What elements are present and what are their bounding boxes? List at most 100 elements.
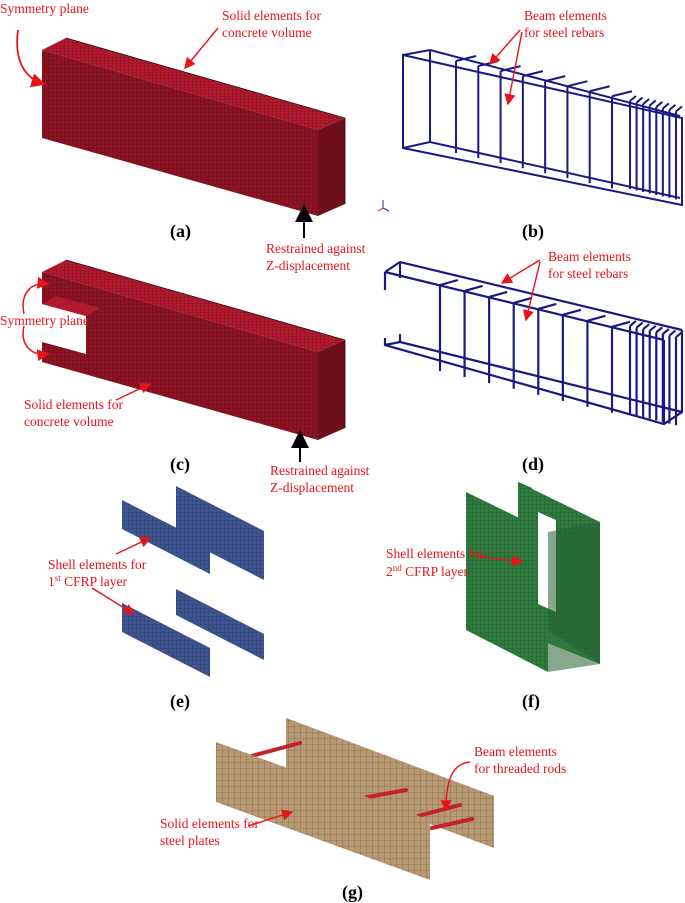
solid-arrow <box>247 809 294 827</box>
restraint-label-2: Z-displacement <box>266 258 350 273</box>
stirrup <box>455 55 477 153</box>
shell-label-2: 2nd CFRP layer <box>386 563 469 579</box>
solid-label-2: concrete volume <box>24 414 114 429</box>
solid-arrow <box>115 383 152 401</box>
cfrp-strip-3 <box>176 589 264 660</box>
shell-arrow-2 <box>91 587 136 615</box>
stirrup <box>655 326 663 421</box>
beam-label-2: for steel rebars <box>524 25 604 40</box>
beam-label-1: Beam elements <box>474 744 557 759</box>
notch-top <box>42 296 100 316</box>
caption-f: (f) <box>522 691 540 712</box>
beam-arrow-2 <box>504 31 523 106</box>
caption-b: (b) <box>522 221 544 242</box>
stirrup <box>642 323 650 418</box>
stirrup <box>668 104 677 198</box>
beam-arrow-1 <box>489 29 521 66</box>
shell-label-2: 1st CFRP layer <box>48 573 128 589</box>
stirrup <box>675 105 683 200</box>
concrete-front-face <box>42 50 318 216</box>
stirrup <box>512 296 533 389</box>
symmetry-arrow-1 <box>22 276 50 315</box>
cfrp-strip-2 <box>122 500 210 574</box>
stirrup <box>611 90 633 189</box>
stirrup <box>661 102 670 197</box>
stirrup <box>648 99 657 194</box>
concrete-front-face <box>42 272 318 440</box>
restraint-label-2: Z-displacement <box>270 480 354 495</box>
cfrp-front-web <box>466 492 548 672</box>
stirrup <box>668 329 677 424</box>
stirrup <box>588 85 610 184</box>
solid-label-1: Solid elements for <box>222 8 321 23</box>
stirrups <box>455 55 683 200</box>
beam-label-1: Beam elements <box>548 249 631 264</box>
solid-arrow <box>184 27 219 70</box>
caption-a: (a) <box>170 221 191 242</box>
rebar-cage <box>402 49 683 207</box>
solid-label-1: Solid elements for <box>24 397 123 412</box>
panel-c: Symmetry plane Solid elements for concre… <box>0 259 370 495</box>
steel-plate-back-upper <box>286 718 494 826</box>
solid-label-1: Solid elements for <box>160 816 259 831</box>
beam-label-2: for steel rebars <box>548 266 628 281</box>
caption-d: (d) <box>522 454 544 475</box>
symmetry-arrow <box>16 29 46 88</box>
shell-label-1: Shell elements for <box>48 557 147 572</box>
panel-d: Beam elements for steel rebars (d) <box>383 249 684 475</box>
beam-label-1: Beam elements <box>524 8 607 23</box>
stirrup <box>648 324 657 419</box>
stirrup <box>628 320 637 414</box>
stirrup <box>463 284 483 377</box>
stirrup <box>561 308 582 401</box>
concrete-top-face <box>42 260 345 352</box>
stirrup <box>642 98 650 192</box>
solid-label-2: steel plates <box>160 833 220 848</box>
beam-arrow-1 <box>500 259 541 284</box>
beam-arrow <box>440 761 471 812</box>
beam-label-2: for threaded rods <box>474 761 566 776</box>
shell-arrow-1 <box>115 537 152 555</box>
stirrup <box>635 96 644 191</box>
stirrup <box>544 75 566 174</box>
symmetry-arrow-2 <box>22 325 50 362</box>
symmetry-label: Symmetry plane <box>0 313 89 328</box>
cfrp-strip-4 <box>122 603 210 677</box>
stirrup <box>488 290 508 383</box>
concrete-top-face <box>42 38 345 130</box>
stirrup <box>629 95 637 189</box>
stirrup <box>661 328 670 422</box>
stirrup <box>438 278 459 371</box>
stirrups <box>438 278 683 426</box>
shell-arrow <box>475 555 524 567</box>
concrete-end-face <box>318 340 345 440</box>
stirrup <box>655 101 663 195</box>
stirrup <box>610 320 631 413</box>
restraint-label-1: Restrained against <box>266 241 366 256</box>
caption-g: (g) <box>342 882 363 903</box>
panel-b: Beam elements for steel rebars (b) <box>377 8 683 242</box>
solid-label-2: concrete volume <box>222 25 312 40</box>
panel-f: Shell elements for 2nd CFRP layer (f) <box>386 482 600 712</box>
stirrup <box>674 331 683 426</box>
panel-a: Symmetry plane Solid elements for concre… <box>0 1 366 273</box>
cfrp-strip-1 <box>176 486 264 580</box>
concrete-end-face <box>318 118 345 216</box>
restraint-label-1: Restrained against <box>270 463 370 478</box>
caption-e: (e) <box>170 691 190 712</box>
stirrup <box>635 321 644 416</box>
axis-triad-icon <box>377 200 390 212</box>
stirrup <box>499 65 521 164</box>
beam-arrow-2 <box>522 261 541 322</box>
shell-label-1: Shell elements for <box>386 546 485 561</box>
stirrup <box>586 314 606 407</box>
stirrup <box>537 302 557 395</box>
caption-c: (c) <box>170 454 190 475</box>
panel-e: Shell elements for 1st CFRP layer (e) <box>48 486 264 712</box>
rebar-cage <box>383 260 684 426</box>
stirrup <box>566 80 588 179</box>
symmetry-label: Symmetry plane <box>0 1 89 16</box>
stirrup <box>521 70 544 169</box>
panel-g: Solid elements for steel plates Beam ele… <box>160 718 566 903</box>
